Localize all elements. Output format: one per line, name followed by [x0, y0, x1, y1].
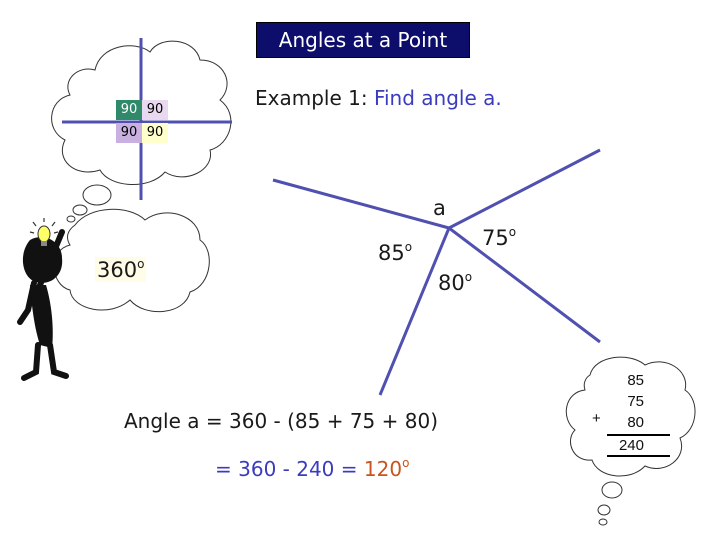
addend: 80: [627, 414, 644, 431]
ray-left: [272, 178, 450, 230]
angle-80-label: 80o: [438, 270, 472, 295]
ray-upper-right: [448, 148, 601, 230]
full-turn-value: 360: [97, 258, 138, 282]
addend: 85: [627, 372, 644, 389]
ray-down: [378, 227, 451, 396]
example-prompt: Find angle a.: [373, 86, 502, 110]
angle-80-value: 80: [438, 271, 465, 295]
angle-85-value: 85: [378, 241, 405, 265]
angle-75-value: 75: [482, 226, 509, 250]
calculation-line-1: Angle a = 360 - (85 + 75 + 80): [124, 409, 439, 433]
degree-symbol: o: [508, 225, 517, 239]
degree-symbol: o: [402, 456, 410, 470]
thought-bubble: [601, 481, 623, 499]
plus-sign: +: [592, 410, 601, 427]
sum-total: 240: [618, 437, 644, 454]
calculation-line-2: = 360 - 240 = 120o: [215, 456, 409, 481]
page-title: Angles at a Point: [256, 22, 470, 58]
angle-a-label: a: [433, 196, 446, 220]
thought-bubble: [72, 204, 88, 216]
quadrant-label: 90: [142, 100, 168, 120]
ray-lower-right: [448, 226, 601, 344]
thought-bubble: [597, 504, 611, 516]
thought-bubble: [66, 215, 76, 223]
angle-75-label: 75o: [482, 225, 516, 250]
quadrant-label: 90: [142, 123, 168, 143]
addend: 75: [627, 393, 644, 410]
stick-figure: [17, 229, 69, 381]
quadrant-label: 90: [116, 100, 142, 120]
answer-number: 120: [363, 457, 403, 481]
quadrant-label: 90: [116, 123, 142, 143]
full-turn-label: 360o: [95, 257, 147, 282]
calculation-prefix: = 360 - 240 =: [215, 457, 364, 481]
thought-cloud-right: [565, 356, 696, 477]
answer-value: 120o: [363, 456, 410, 481]
example-prefix: Example 1:: [255, 86, 368, 110]
degree-symbol: o: [137, 257, 145, 271]
thought-bubble: [82, 184, 112, 206]
degree-symbol: o: [464, 270, 473, 284]
degree-symbol: o: [404, 240, 413, 254]
example-heading: Example 1: Find angle a.: [255, 86, 502, 110]
thought-bubble: [598, 518, 608, 526]
light-bulb-icon: [29, 218, 59, 246]
angle-85-label: 85o: [378, 240, 412, 265]
